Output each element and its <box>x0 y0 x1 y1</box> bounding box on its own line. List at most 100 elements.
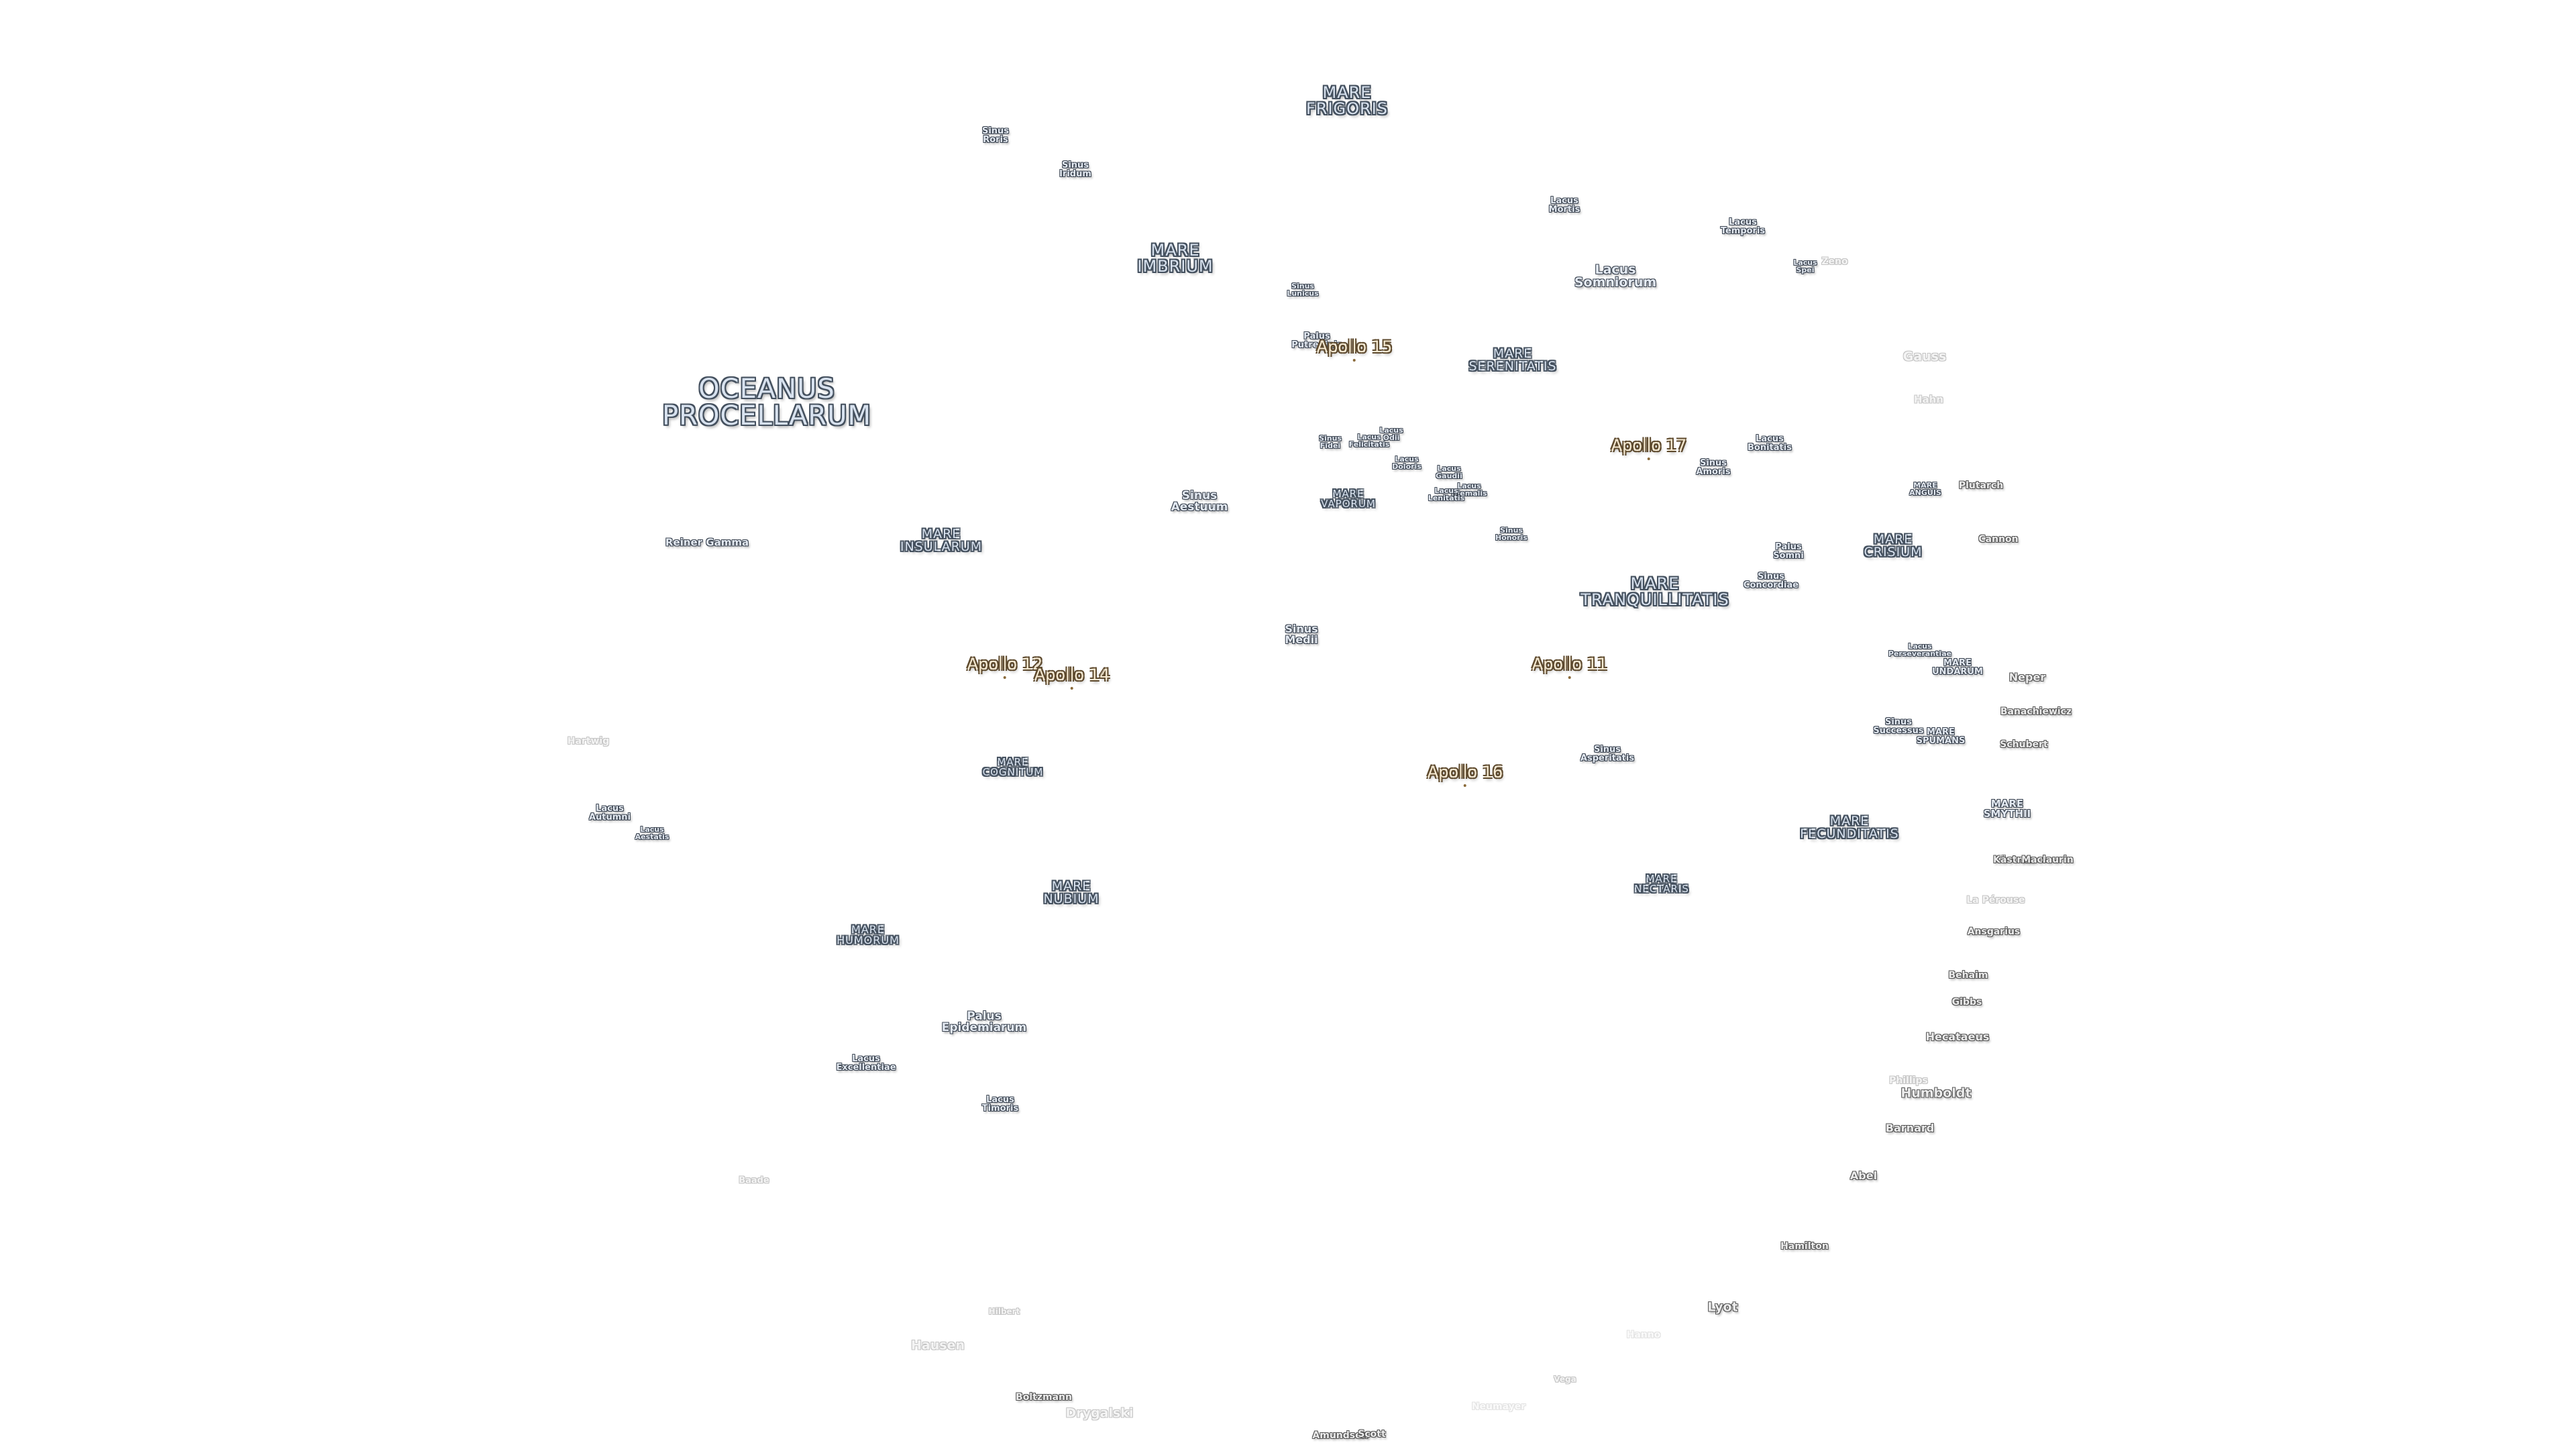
crater-gauss-label[interactable]: Gauss <box>1902 349 1947 364</box>
mare-frigoris-label[interactable]: MARE FRIGORIS <box>1306 85 1388 117</box>
crater-hausen-label[interactable]: Hausen <box>911 1338 965 1353</box>
crater-neumayer-label[interactable]: Neumayer <box>1471 1401 1526 1412</box>
crater-scott-label[interactable]: Scott <box>1358 1429 1386 1440</box>
crater-drygalski-label[interactable]: Drygalski <box>1065 1405 1134 1421</box>
crater-schubert-label[interactable]: Schubert <box>2000 739 2048 750</box>
mare-fecunditatis-label[interactable]: MARE FECUNDITATIS <box>1800 815 1898 841</box>
crater-hecataeus-label[interactable]: Hecataeus <box>1925 1030 1990 1043</box>
mare-nectaris-label[interactable]: MARE NECTARIS <box>1634 874 1689 894</box>
lacus-gaudii-label[interactable]: Lacus Gaudii <box>1436 465 1462 480</box>
crater-amundsen-label[interactable]: Amundsen <box>1312 1430 1368 1441</box>
mare-anguis-label[interactable]: MARE ANGUIS <box>1909 482 1941 496</box>
label-line: Roris <box>983 135 1008 145</box>
sinus-fidei-label[interactable]: Sinus Fidei <box>1319 435 1342 449</box>
mare-undarum-label[interactable]: MARE UNDARUM <box>1932 659 1983 676</box>
sinus-honoris-label[interactable]: Sinus Honoris <box>1495 527 1527 541</box>
palus-somni-label[interactable]: Palus Somni <box>1773 543 1804 560</box>
oceanus-procellarum-label[interactable]: OCEANUS PROCELLARUM <box>662 376 871 429</box>
label-line: ANGUIS <box>1909 488 1941 497</box>
crater-abel-label[interactable]: Abel <box>1849 1169 1878 1182</box>
apollo-11-site[interactable]: Apollo 11 <box>1532 655 1608 679</box>
lacus-somniorum-label[interactable]: Lacus Somniorum <box>1574 264 1656 289</box>
reiner-gamma-label[interactable]: Reiner Gamma <box>665 537 749 548</box>
palus-putredinis-label[interactable]: Palus Putredinis <box>1291 332 1342 350</box>
apollo-17-site[interactable]: Apollo 17 <box>1611 436 1687 460</box>
crater-lyot-label[interactable]: Lyot <box>1707 1299 1738 1315</box>
crater-maclaurin-label[interactable]: Maclaurin <box>2021 855 2074 865</box>
label-line: TRANQUILLITATIS <box>1580 590 1729 609</box>
lacus-bonitatis-label[interactable]: Lacus Bonitatis <box>1748 435 1792 452</box>
lacus-autumni-label[interactable]: Lacus Autumni <box>589 804 631 822</box>
lacus-mortis-label[interactable]: Lacus Mortis <box>1549 197 1580 214</box>
crater-hahn-label[interactable]: Hahn <box>1913 393 1944 406</box>
crater-neper-label[interactable]: Neper <box>2008 671 2046 684</box>
crater-hanno-label[interactable]: Hanno <box>1626 1330 1661 1340</box>
mare-insularum-label[interactable]: MARE INSULARUM <box>900 528 982 553</box>
mare-humorum-label[interactable]: MARE HUMORUM <box>837 924 900 946</box>
apollo-12-site[interactable]: Apollo 12 <box>967 655 1043 679</box>
crater-hamilton-label[interactable]: Hamilton <box>1780 1241 1829 1252</box>
mare-cognitum-label[interactable]: MARE COGNITUM <box>983 757 1044 777</box>
lacus-odii-label[interactable]: Lacus Odii <box>1379 427 1403 441</box>
crater-humboldt-label[interactable]: Humboldt <box>1900 1085 1972 1101</box>
lacus-spei-label[interactable]: Lacus Spei <box>1793 259 1817 274</box>
crater-kastner-label[interactable]: Kästner <box>1993 855 2035 865</box>
crater-gibbs-label[interactable]: Gibbs <box>1951 997 1982 1008</box>
lacus-temporis-label[interactable]: Lacus Temporis <box>1721 218 1765 235</box>
sinus-lunicus-label[interactable]: Sinus Lunicus <box>1287 282 1318 297</box>
apollo-14-site[interactable]: Apollo 14 <box>1034 665 1110 690</box>
label-line: MARE <box>1322 83 1372 102</box>
label-line: Palus <box>967 1010 1002 1023</box>
label-line: Sinus <box>981 126 1010 136</box>
mare-crisium-label[interactable]: MARE CRISIUM <box>1864 533 1922 559</box>
mare-tranquillitatis-label[interactable]: MARE TRANQUILLITATIS <box>1580 576 1729 608</box>
apollo-16-site[interactable]: Apollo 16 <box>1427 763 1503 787</box>
crater-banachiewicz-label[interactable]: Banachiewicz <box>2000 706 2072 717</box>
label-line: Concordiae <box>1743 580 1799 590</box>
mare-nubium-label[interactable]: MARE NUBIUM <box>1043 880 1099 906</box>
mare-spumans-label[interactable]: MARE SPUMANS <box>1917 728 1966 745</box>
label-line: Lacus <box>596 804 624 814</box>
crater-ansgarius-label[interactable]: Ansgarius <box>1967 926 2021 937</box>
lacus-felicitatis-label[interactable]: Lacus Felicitatis <box>1349 433 1390 448</box>
sinus-medii-label[interactable]: Sinus Medii <box>1285 624 1318 645</box>
sinus-amoris-label[interactable]: Sinus Amoris <box>1696 459 1730 476</box>
crater-plutarch-label[interactable]: Plutarch <box>1958 480 2004 491</box>
crater-boltzmann-label[interactable]: Boltzmann <box>1016 1392 1072 1403</box>
lacus-timoris-label[interactable]: Lacus Timoris <box>982 1095 1018 1113</box>
lacus-hiemalis-label[interactable]: Lacus Hiemalis <box>1451 482 1487 497</box>
mare-serenitatis-label[interactable]: MARE SERENITATIS <box>1468 347 1556 373</box>
mare-vaporum-label[interactable]: MARE VAPORUM <box>1321 489 1376 509</box>
label-line: Epidemiarum <box>941 1021 1027 1034</box>
lacus-lenitatis-label[interactable]: Lacus Lenitatis <box>1428 487 1464 502</box>
crater-zeno-label[interactable]: Zeno <box>1821 256 1848 267</box>
sinus-concordiae-label[interactable]: Sinus Concordiae <box>1743 572 1799 590</box>
lacus-excellentiae-label[interactable]: Lacus Excellentiae <box>836 1055 896 1072</box>
crater-la-perouse-label[interactable]: La Pérouse <box>1966 895 2025 906</box>
sinus-aestuum-label[interactable]: Sinus Aestuum <box>1171 490 1228 513</box>
crater-vega-label[interactable]: Vega <box>1554 1375 1576 1384</box>
crater-baade-label[interactable]: Baade <box>739 1175 769 1186</box>
apollo-15-site[interactable]: Apollo 15 <box>1316 337 1393 362</box>
mare-smythii-label[interactable]: MARE SMYTHII <box>1984 799 2031 819</box>
sinus-roris-label[interactable]: Sinus Roris <box>982 127 1009 144</box>
mare-imbrium-label[interactable]: MARE IMBRIUM <box>1137 242 1213 274</box>
lacus-perseverantiae-label[interactable]: Lacus Perseverantiae <box>1888 643 1951 657</box>
palus-epidemiarum-label[interactable]: Palus Epidemiarum <box>942 1011 1027 1034</box>
label-line: MARE <box>1646 873 1678 885</box>
crater-hilbert-label[interactable]: Hilbert <box>988 1307 1020 1316</box>
sinus-asperitatis-label[interactable]: Sinus Asperitatis <box>1580 745 1634 763</box>
crater-behaim-label[interactable]: Behaim <box>1948 970 1988 981</box>
crater-phillips-label[interactable]: Phillips <box>1889 1075 1928 1086</box>
sinus-iridum-label[interactable]: Sinus Iridum <box>1059 161 1091 178</box>
crater-barnard-label[interactable]: Barnard <box>1885 1122 1935 1134</box>
label-line: Excellentiae <box>836 1063 896 1073</box>
label-line: Palus <box>1303 331 1330 341</box>
crater-cannon-label[interactable]: Cannon <box>1978 534 2019 545</box>
crater-hartwig-label[interactable]: Hartwig <box>567 736 610 747</box>
lacus-doloris-label[interactable]: Lacus Doloris <box>1392 455 1421 470</box>
sinus-successus-label[interactable]: Sinus Successus <box>1873 718 1923 735</box>
lacus-aestatis-label[interactable]: Lacus Aestatis <box>635 826 669 841</box>
label-line: MARE <box>1332 488 1364 500</box>
